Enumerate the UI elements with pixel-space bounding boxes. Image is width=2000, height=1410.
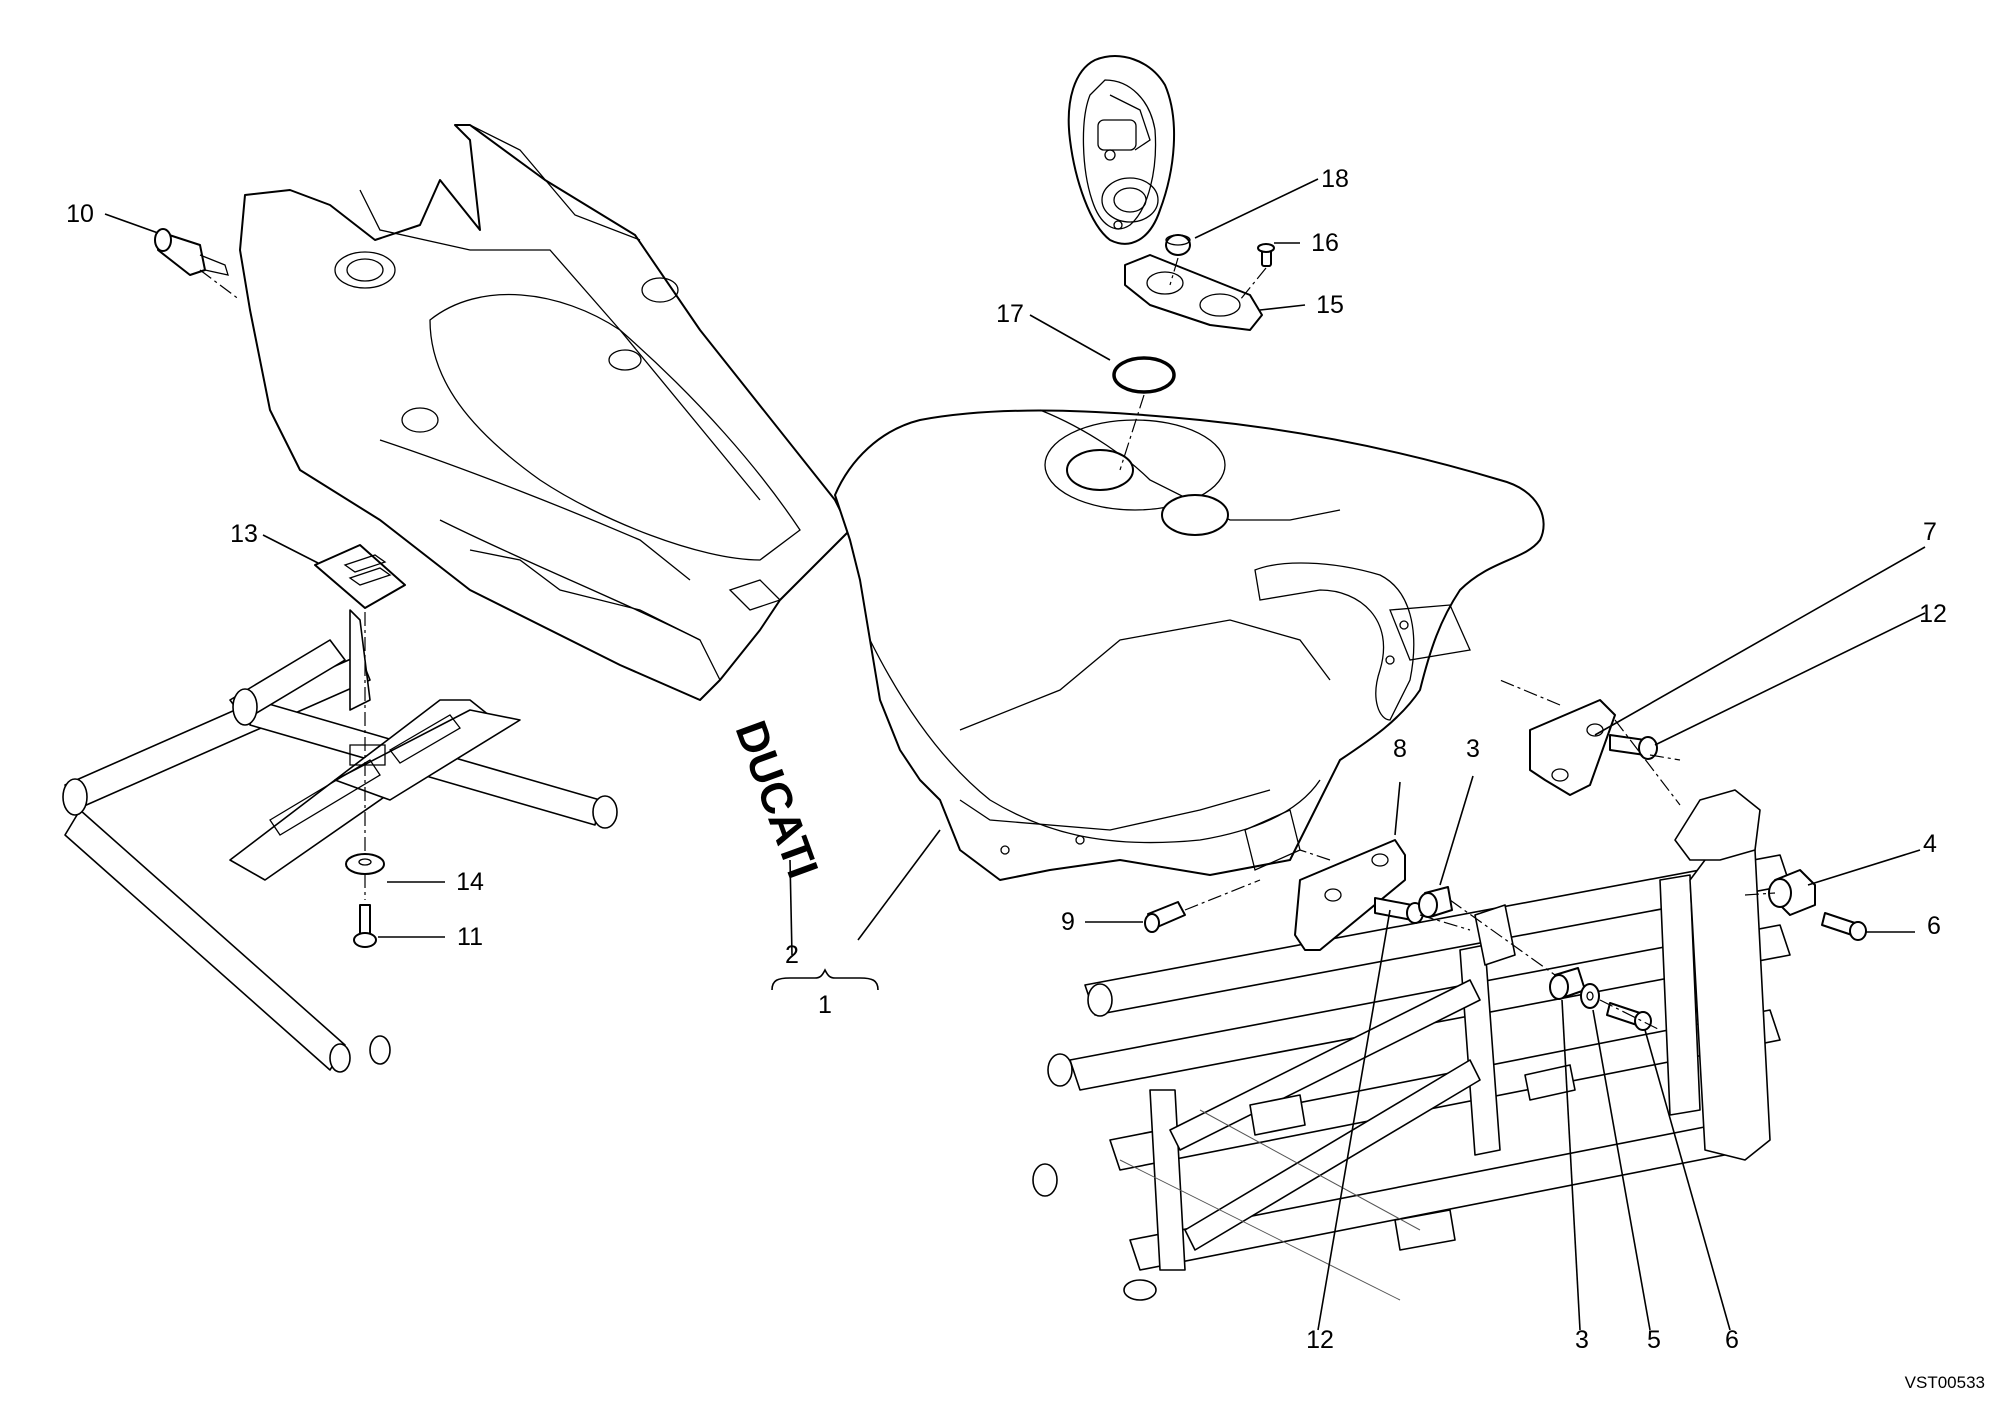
bolt-12-upper: [1609, 734, 1658, 760]
ducati-decal-2: DUCATI: [726, 715, 828, 885]
assembly-axes: [199, 257, 1776, 1031]
callout-1: 1: [818, 991, 832, 1019]
callout-14: 14: [456, 868, 484, 896]
bracket-8: [1294, 839, 1406, 951]
screw-11: [353, 904, 377, 948]
callout-2: 2: [785, 941, 799, 969]
callout-10: 10: [66, 200, 94, 228]
fuel-filler-cap: [1067, 55, 1176, 245]
callout-11: 11: [457, 923, 483, 951]
screw-16: [1257, 243, 1275, 267]
bolt-12-lower: [1374, 897, 1424, 924]
screw-6-lower: [1606, 1002, 1652, 1031]
bushing-3-upper: [1418, 886, 1453, 918]
callout-6-right: 6: [1927, 912, 1941, 940]
screw-6-right: [1821, 912, 1867, 941]
callout-12-upper: 12: [1919, 600, 1947, 628]
plug-10: [154, 228, 229, 276]
rear-seat-cover: [239, 124, 851, 701]
callout-3-lower: 3: [1575, 1326, 1589, 1354]
washer-5: [1580, 983, 1600, 1009]
rubber-pad-13: [314, 544, 406, 609]
grommet-18: [1165, 234, 1191, 256]
callout-12-lower: 12: [1306, 1326, 1334, 1354]
bracket-7: [1529, 699, 1616, 796]
callout-5: 5: [1647, 1326, 1661, 1354]
callout-17: 17: [996, 300, 1024, 328]
callout-15: 15: [1316, 291, 1344, 319]
fuel-tank: [834, 409, 1545, 881]
bushing-3-lower: [1549, 967, 1586, 1000]
callout-3-upper: 3: [1466, 735, 1480, 763]
callout-16: 16: [1311, 229, 1339, 257]
callout-18: 18: [1321, 165, 1349, 193]
leader-lines: [104, 178, 1926, 1331]
callout-13: 13: [230, 520, 258, 548]
callout-4: 4: [1923, 830, 1937, 858]
callout-7: 7: [1923, 518, 1937, 546]
washer-14: [345, 853, 385, 875]
bolt-9: [1144, 901, 1186, 933]
callout-numbers: 1 2 3 3 4 5 6 6 7 8 9 10 11 12 12 13 14 …: [66, 165, 1947, 1354]
callout-6-lower: 6: [1725, 1326, 1739, 1354]
trellis-frame: [1032, 789, 1791, 1301]
drawing-reference: VST00533: [1905, 1373, 1985, 1392]
callout-8: 8: [1393, 735, 1407, 763]
o-ring-17: [1112, 356, 1176, 394]
filler-flange-15: [1124, 254, 1263, 331]
rear-subframe: [62, 609, 618, 1073]
rubber-mount-4: [1768, 869, 1816, 916]
callout-9: 9: [1061, 908, 1075, 936]
